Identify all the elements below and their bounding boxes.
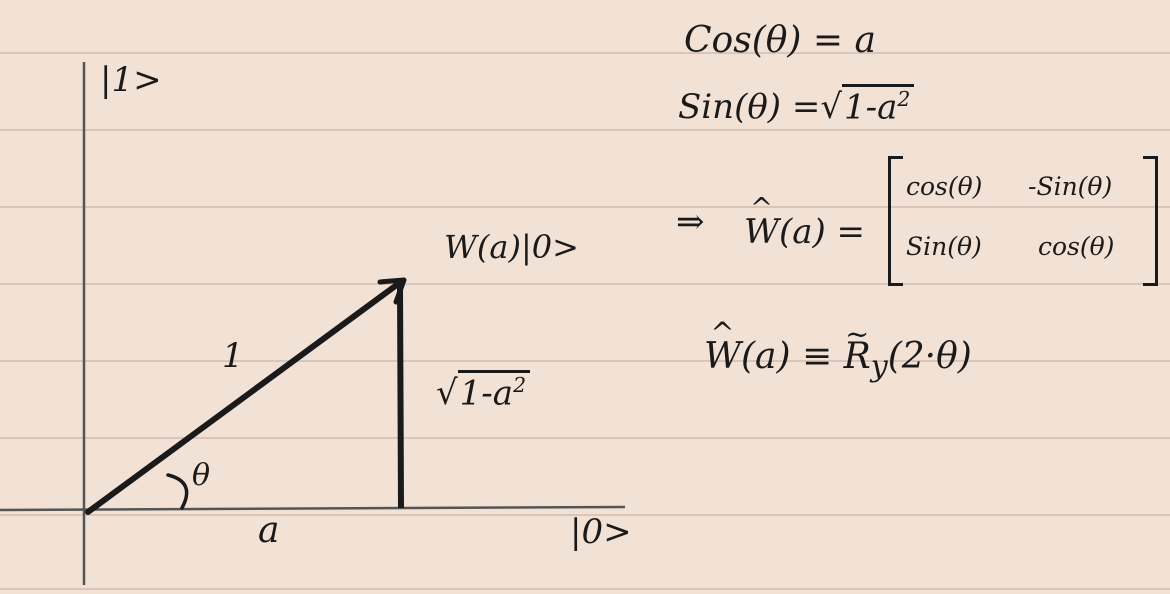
rotation-matrix: cos(θ) -Sin(θ) Sin(θ) cos(θ)	[888, 156, 1158, 286]
r-subscript: y	[870, 349, 888, 385]
w-argument: (a) ≡	[741, 336, 844, 377]
vertex-state-label: W(a)|0>	[444, 228, 579, 266]
equivalence-equation: W(a) ≡ Ry(2·θ)	[704, 336, 972, 384]
implies-arrow: ⇒	[676, 202, 705, 242]
sqrt-symbol: √	[436, 373, 458, 414]
ruled-line	[0, 437, 1170, 439]
ruled-line	[0, 588, 1170, 590]
w-hat-symbol: W	[704, 336, 741, 377]
radicand-text: 1-a	[844, 87, 898, 128]
w-hat-symbol: W	[744, 212, 779, 252]
y-axis-label: |1>	[100, 60, 162, 100]
side-length-label: √ 1-a2	[436, 370, 531, 414]
angle-arc	[166, 473, 189, 510]
matrix-cell-12: -Sin(θ)	[1028, 172, 1113, 201]
angle-label: θ	[192, 458, 211, 493]
cos-equation: Cos(θ) = a	[684, 20, 876, 61]
hypotenuse-vector	[85, 281, 401, 515]
r-argument: (2·θ)	[887, 336, 972, 377]
ruled-line	[0, 360, 1170, 362]
x-axis	[0, 505, 626, 512]
w-operator-definition: W(a) =	[744, 212, 865, 252]
sqrt-radicand: 1-a2	[842, 84, 915, 128]
ruled-line	[0, 129, 1170, 131]
ruled-line	[0, 206, 1170, 208]
sqrt-symbol: √	[820, 87, 843, 128]
matrix-left-bracket	[888, 156, 903, 286]
radicand-exponent: 2	[513, 373, 527, 397]
matrix-cell-21: Sin(θ)	[906, 232, 982, 261]
x-axis-label: |0>	[570, 512, 632, 552]
base-label: a	[258, 510, 280, 551]
matrix-right-bracket	[1143, 156, 1158, 286]
matrix-cell-11: cos(θ)	[906, 172, 983, 201]
sqrt-radicand: 1-a2	[457, 370, 531, 414]
r-tilde-symbol: R	[844, 336, 871, 377]
radicand-text: 1-a	[459, 373, 514, 414]
radicand-exponent: 2	[897, 87, 911, 111]
matrix-cell-22: cos(θ)	[1038, 232, 1115, 261]
ruled-line	[0, 52, 1170, 54]
w-argument: (a) =	[778, 212, 866, 252]
sin-equation: Sin(θ) = √ 1-a2	[678, 84, 915, 128]
vertex-state-text: W(a)|0>	[444, 228, 579, 266]
sin-lhs: Sin(θ) =	[678, 87, 821, 128]
ruled-line	[0, 514, 1170, 516]
opposite-side	[397, 284, 404, 509]
ruled-line	[0, 283, 1170, 285]
hypotenuse-label: 1	[222, 336, 244, 376]
